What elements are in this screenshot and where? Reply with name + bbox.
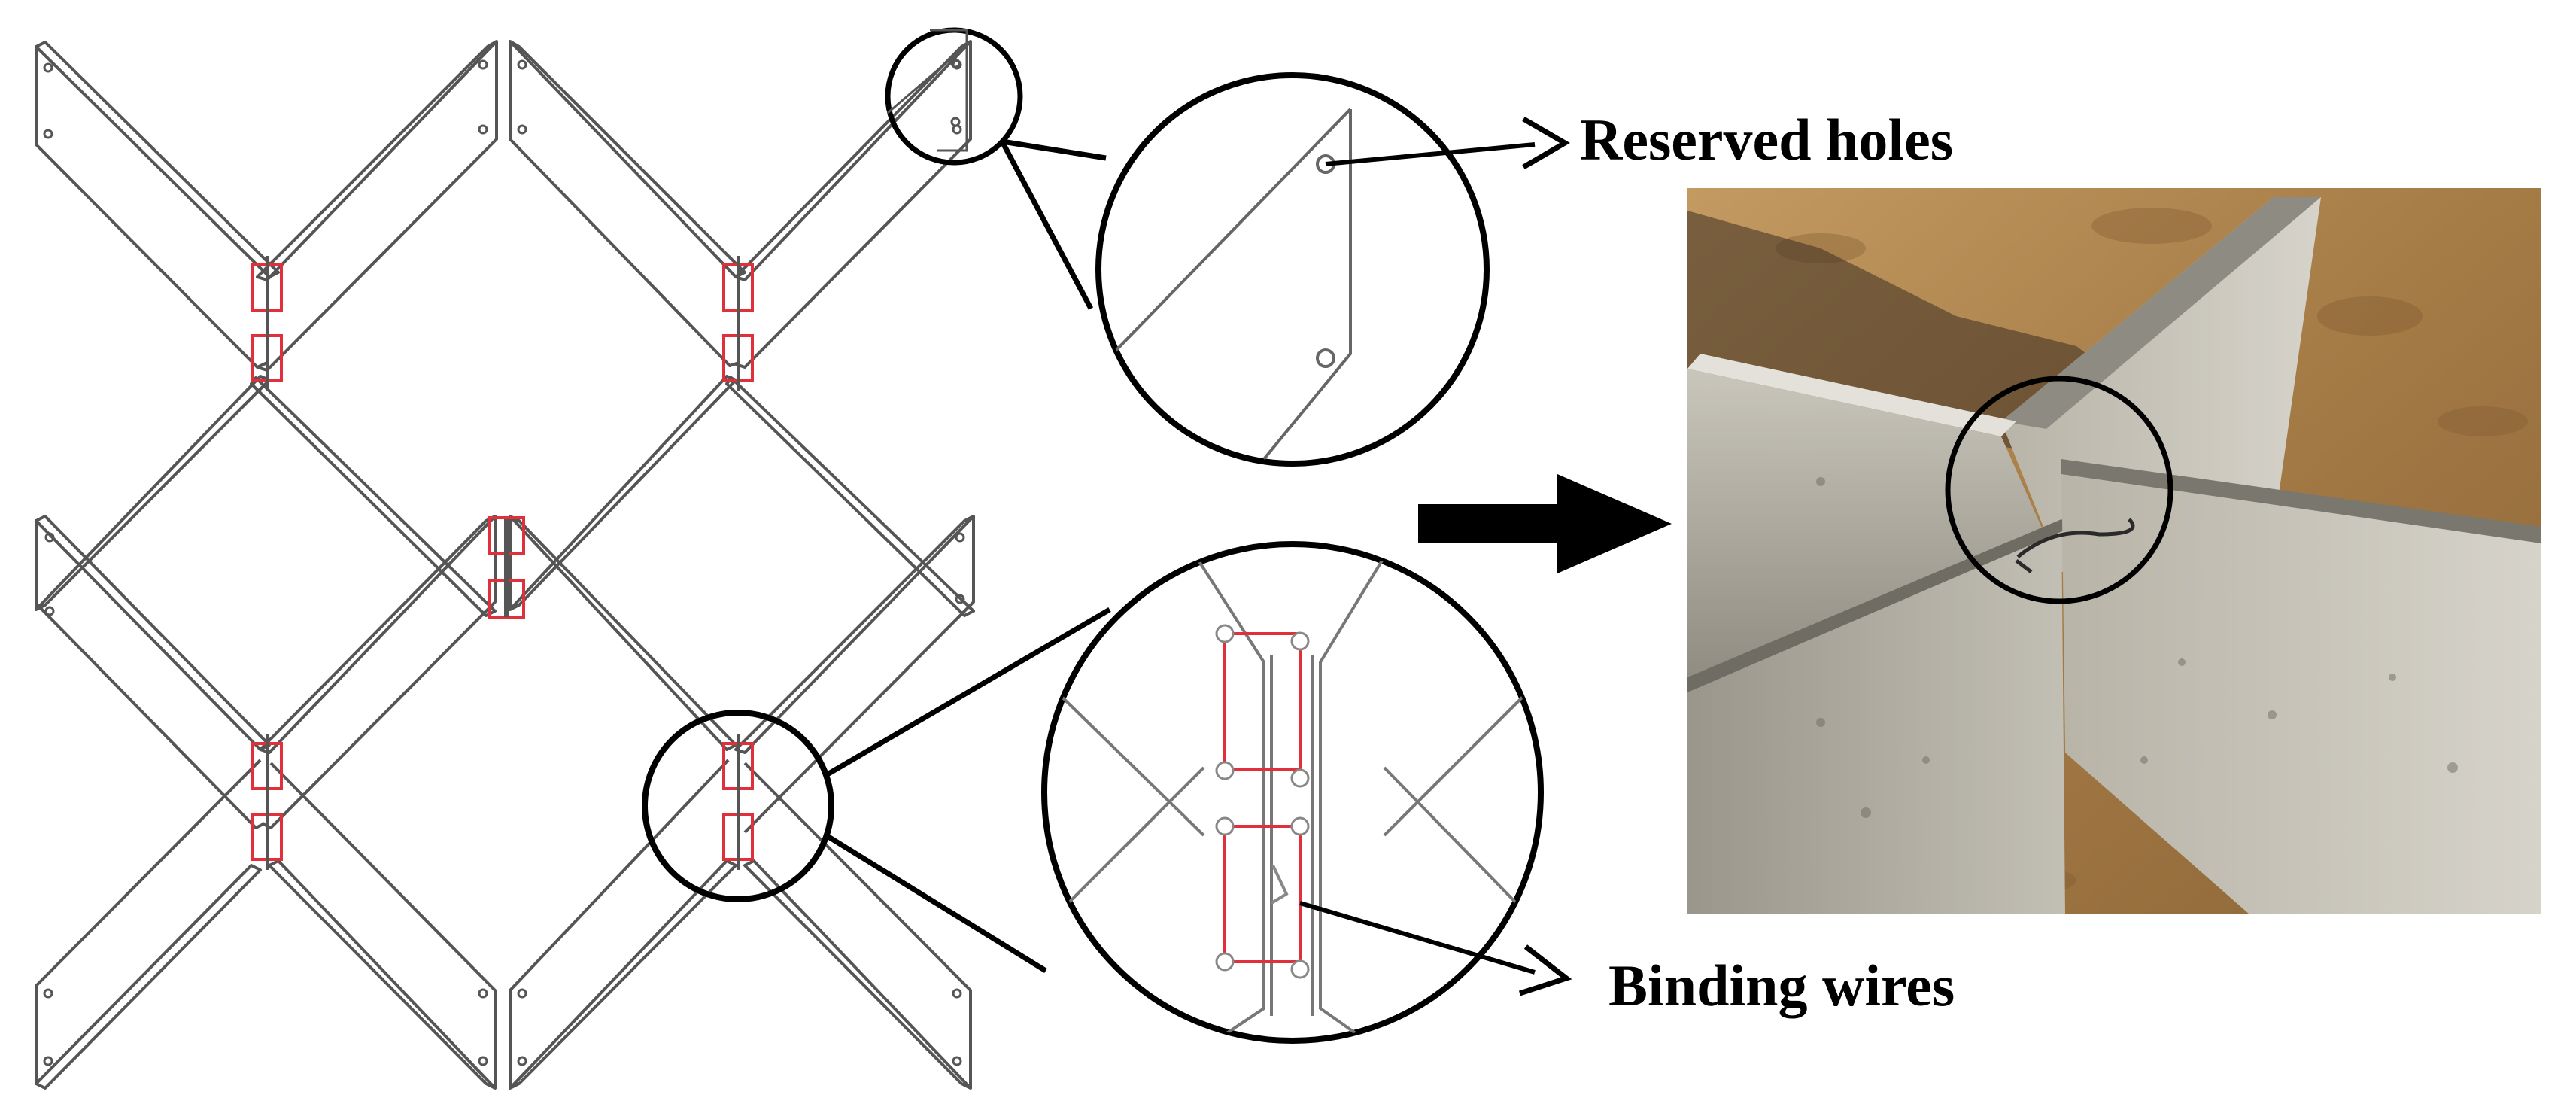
- reserved-holes-label: Reserved holes: [1580, 107, 1953, 172]
- joint-1: [251, 256, 283, 391]
- detail-circle-icon: [642, 710, 834, 902]
- joint-2: [722, 256, 754, 391]
- reserved-holes-detail: [885, 27, 1570, 467]
- joint-4: [251, 734, 283, 870]
- binding-joints: [251, 256, 754, 870]
- arrow-right-icon: [1518, 944, 1572, 996]
- panel-end-holes: [43, 59, 965, 1066]
- field-photo: [1687, 188, 2541, 914]
- binding-wires-detail: [642, 541, 1572, 1044]
- zoom-circle-top: [1095, 72, 1490, 467]
- joint-3: [488, 516, 525, 619]
- detail-circle-icon: [1945, 376, 2174, 604]
- zoom-circle-bottom: [1041, 541, 1544, 1044]
- panel-set-right: [509, 40, 975, 1090]
- arrow-right-icon: [1418, 474, 1672, 573]
- reserved-holes-pointer: [1325, 142, 1536, 166]
- arrow-right-icon: [1522, 116, 1570, 170]
- joint-5: [722, 734, 754, 870]
- panel-set-left: [35, 40, 498, 1090]
- panel-lattice-drawing: [35, 40, 975, 1090]
- binding-wires-label: Binding wires: [1608, 953, 1955, 1018]
- binding-wires-pointer: [1299, 901, 1536, 975]
